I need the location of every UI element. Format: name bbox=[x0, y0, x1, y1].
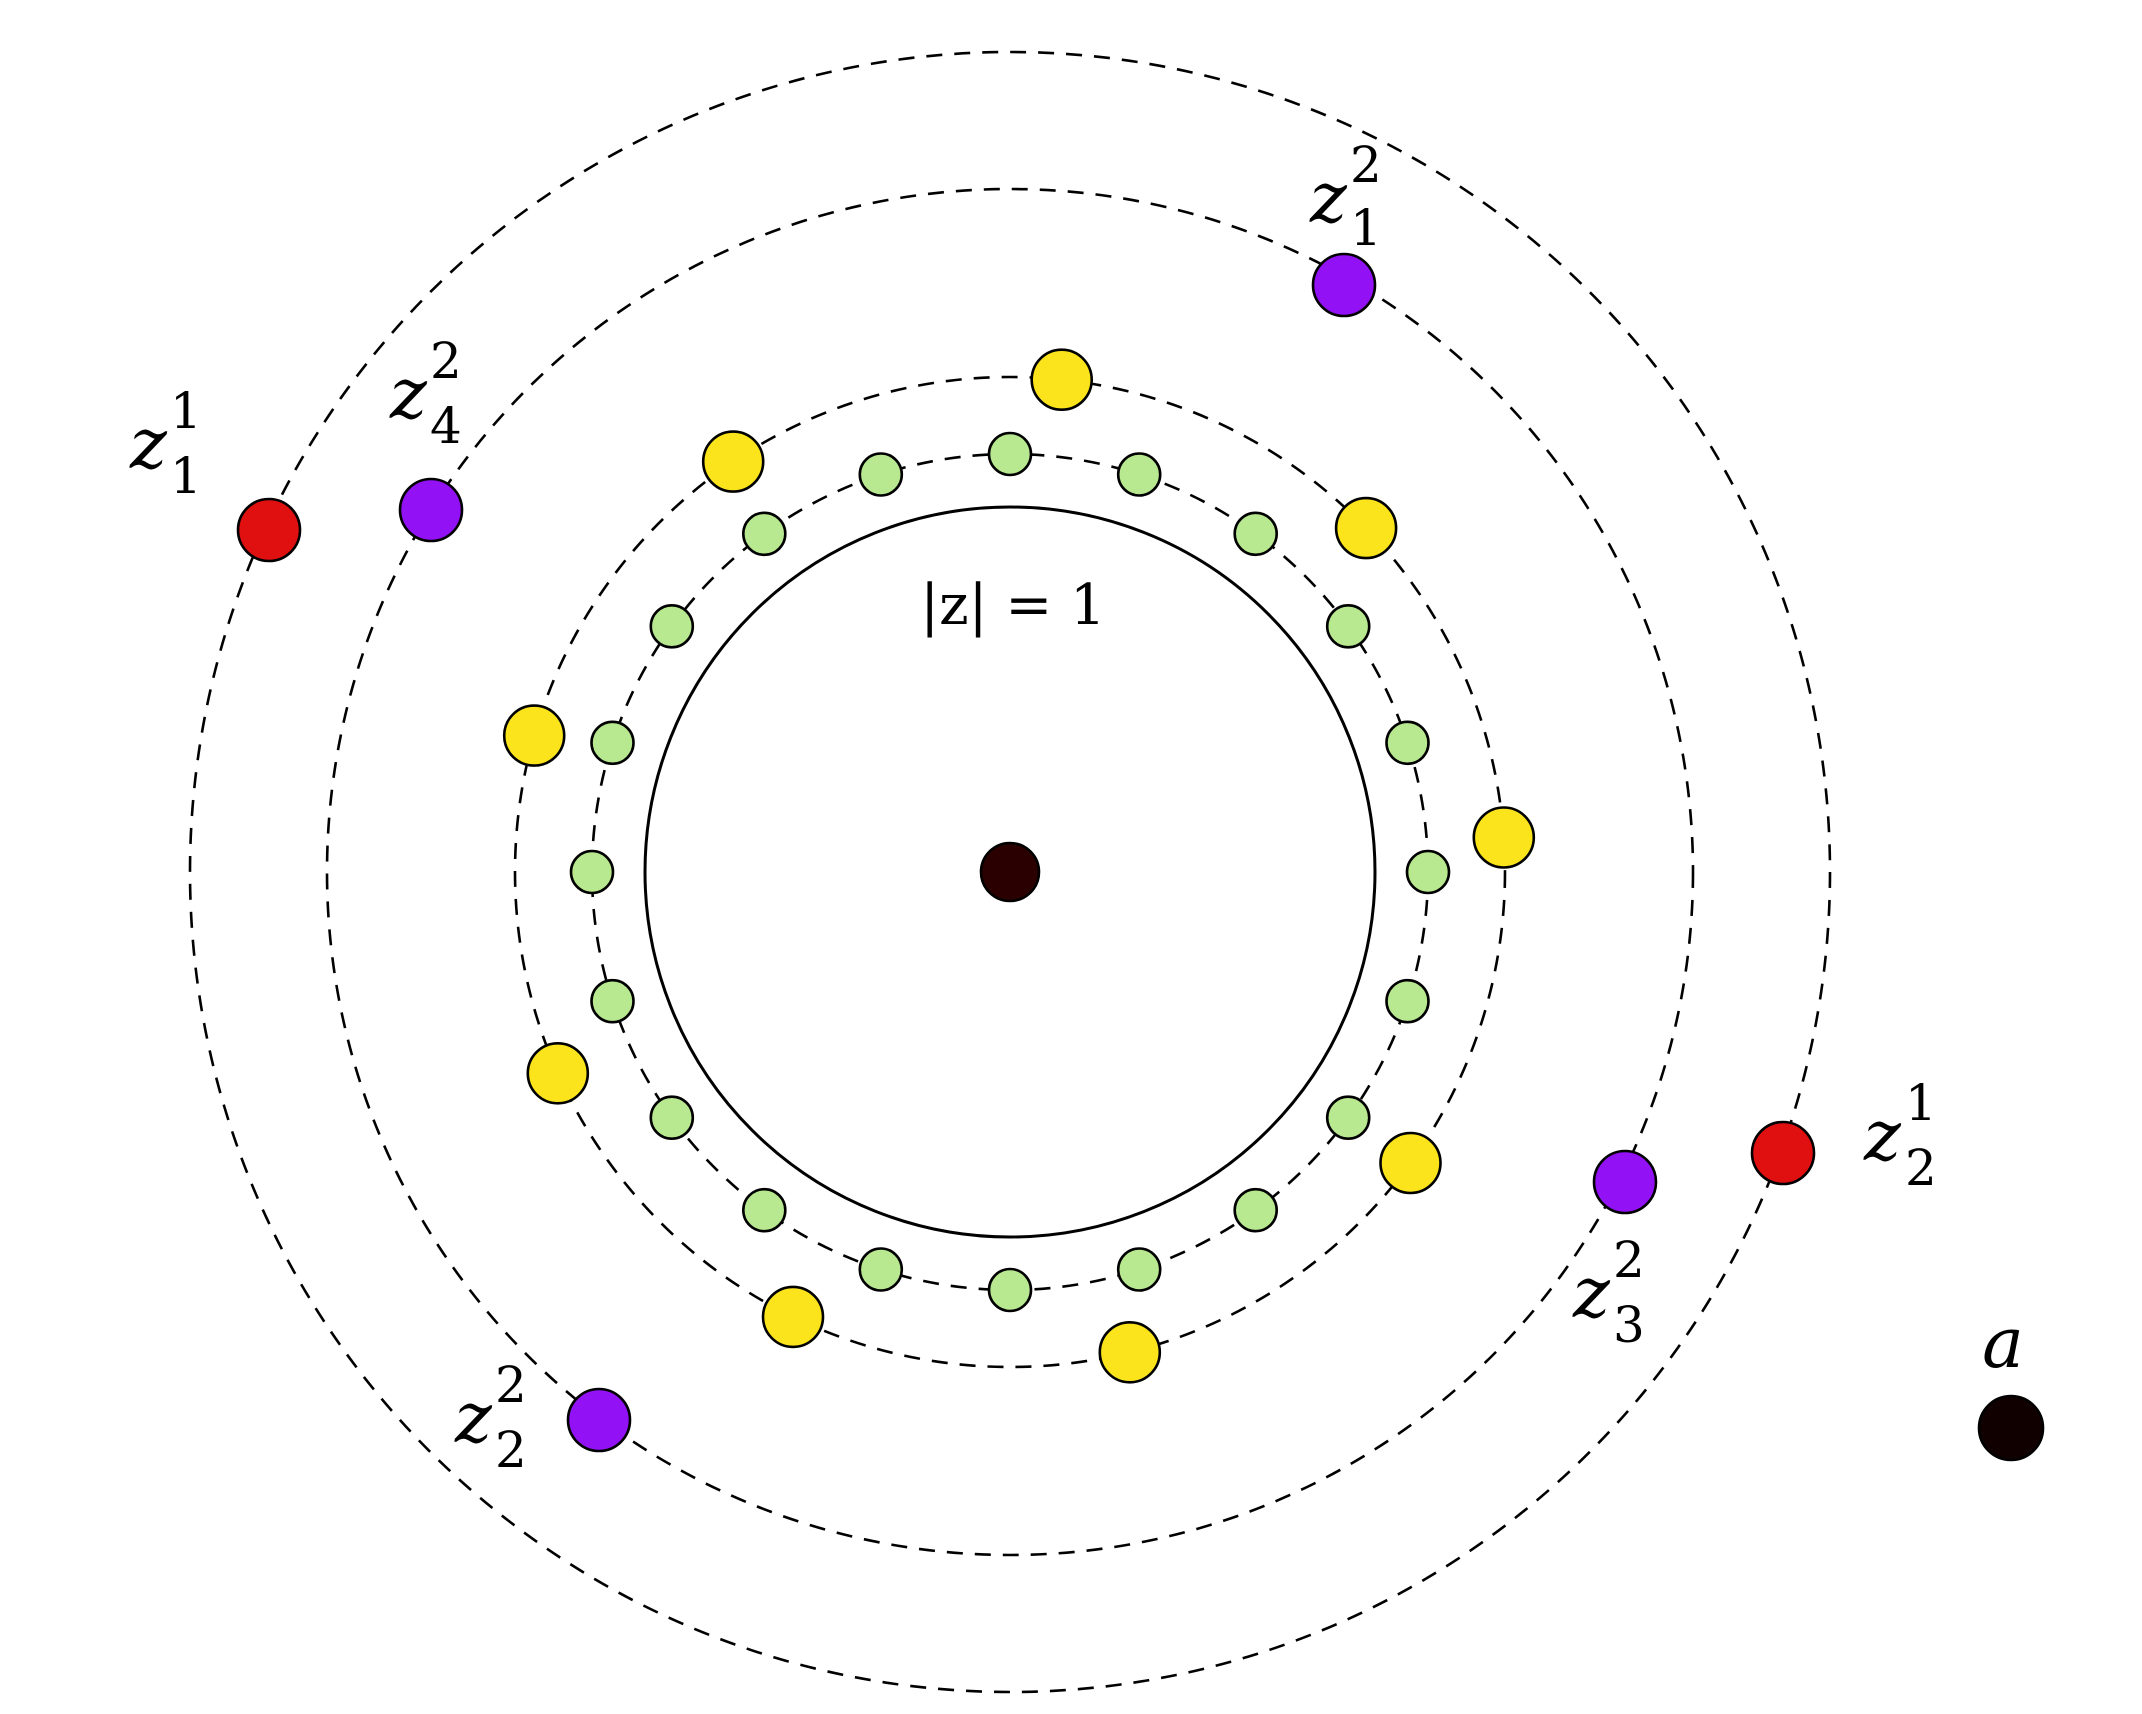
svg-text:4: 4 bbox=[430, 397, 462, 455]
label-z2-1: z 1 2 bbox=[1863, 1074, 1937, 1197]
yellow-point-6 bbox=[1098, 1321, 1162, 1384]
svg-text:2: 2 bbox=[495, 1356, 527, 1414]
ring-outer bbox=[188, 50, 1832, 1694]
label-z2-2: z 2 2 bbox=[454, 1356, 527, 1479]
svg-text:3: 3 bbox=[1613, 1296, 1645, 1354]
svg-text:1: 1 bbox=[170, 382, 202, 440]
svg-text:z: z bbox=[1309, 157, 1348, 239]
svg-text:z: z bbox=[1863, 1095, 1902, 1177]
green-point-14 bbox=[1325, 1095, 1371, 1140]
green-point-20 bbox=[1116, 452, 1162, 497]
yellow-points bbox=[502, 348, 1536, 1384]
purple-points bbox=[398, 252, 1658, 1453]
yellow-point-8 bbox=[1472, 806, 1536, 869]
green-point-17 bbox=[1385, 720, 1430, 766]
svg-text:1: 1 bbox=[1350, 199, 1382, 257]
green-point-9 bbox=[741, 1187, 787, 1233]
unit-circle bbox=[643, 505, 1377, 1239]
point-a bbox=[1977, 1394, 2045, 1462]
svg-text:z: z bbox=[454, 1377, 493, 1459]
center-point bbox=[979, 841, 1041, 903]
yellow-point-3 bbox=[502, 704, 566, 767]
green-point-1 bbox=[987, 431, 1033, 477]
svg-text:z: z bbox=[129, 403, 168, 485]
svg-text:2: 2 bbox=[1613, 1231, 1645, 1289]
point-z1-2 bbox=[1311, 252, 1377, 318]
point-z2-2 bbox=[566, 1387, 632, 1453]
green-point-2 bbox=[858, 452, 904, 497]
label-z1-2: z 2 1 bbox=[1309, 136, 1382, 257]
svg-text:2: 2 bbox=[495, 1421, 527, 1479]
yellow-point-4 bbox=[526, 1042, 590, 1105]
point-a-label: a bbox=[1982, 1302, 2024, 1384]
green-points bbox=[569, 431, 1451, 1313]
green-point-19 bbox=[1233, 511, 1278, 557]
green-point-8 bbox=[649, 1095, 695, 1140]
yellow-point-7 bbox=[1379, 1131, 1442, 1195]
green-point-10 bbox=[858, 1247, 904, 1292]
yellow-point-5 bbox=[761, 1285, 825, 1349]
svg-text:1: 1 bbox=[170, 447, 202, 505]
green-point-6 bbox=[569, 849, 615, 895]
green-point-5 bbox=[590, 720, 635, 766]
unit-circle-label: |z| = 1 bbox=[920, 573, 1105, 638]
yellow-point-9 bbox=[1334, 496, 1398, 560]
green-point-12 bbox=[1116, 1247, 1162, 1292]
label-z4-2: z 2 4 bbox=[389, 332, 462, 455]
label-z1-1: z 1 1 bbox=[129, 382, 202, 505]
green-point-7 bbox=[590, 978, 635, 1024]
point-z2-1 bbox=[1750, 1120, 1816, 1186]
svg-text:z: z bbox=[1572, 1252, 1611, 1334]
green-point-11 bbox=[987, 1267, 1033, 1313]
green-point-18 bbox=[1325, 603, 1371, 649]
red-points bbox=[236, 497, 1816, 1186]
green-point-15 bbox=[1385, 978, 1430, 1024]
svg-text:2: 2 bbox=[1350, 136, 1382, 194]
svg-text:2: 2 bbox=[1905, 1139, 1937, 1197]
svg-text:z: z bbox=[389, 353, 428, 435]
point-z3-2 bbox=[1592, 1149, 1658, 1215]
yellow-point-2 bbox=[701, 430, 765, 493]
green-point-16 bbox=[1405, 849, 1451, 895]
point-z1-1 bbox=[236, 497, 302, 563]
label-z3-2: z 2 3 bbox=[1572, 1231, 1645, 1354]
ring-second bbox=[325, 187, 1695, 1557]
point-z4-2 bbox=[398, 477, 464, 543]
green-point-3 bbox=[741, 511, 787, 557]
green-point-13 bbox=[1233, 1187, 1278, 1233]
svg-text:1: 1 bbox=[1905, 1074, 1937, 1132]
svg-text:2: 2 bbox=[430, 332, 462, 390]
ring-yellow bbox=[513, 375, 1507, 1369]
green-point-4 bbox=[649, 603, 695, 649]
yellow-point-1 bbox=[1030, 348, 1093, 412]
